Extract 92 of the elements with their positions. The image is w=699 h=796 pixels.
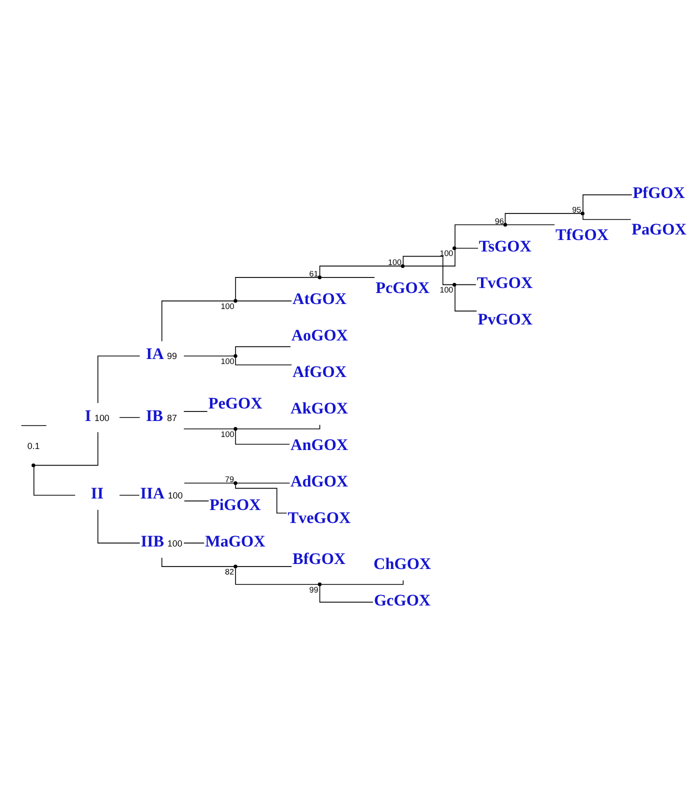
connector [119, 494, 140, 496]
node-label: 100 [440, 285, 454, 294]
node-label: 82 [225, 566, 234, 576]
node-point [234, 354, 238, 358]
connector [184, 500, 210, 501]
connector [34, 431, 98, 466]
node-text: ChGOX [374, 554, 432, 572]
connector [235, 567, 319, 584]
connector [97, 508, 140, 543]
connector [454, 224, 504, 247]
node-label: 100 [168, 490, 183, 500]
node-text: AkGOX [290, 398, 348, 417]
connector [319, 585, 374, 602]
node-text: II [90, 484, 104, 502]
node-point [234, 480, 238, 484]
connector [319, 265, 402, 276]
node-text: AdGOX [290, 472, 348, 490]
node-text: IA [146, 344, 164, 363]
connector [236, 300, 292, 301]
node-text: I [84, 406, 92, 424]
connector [402, 255, 453, 285]
connector [183, 428, 234, 429]
connector [236, 482, 290, 484]
node-label: 61 [309, 268, 318, 278]
node-text: PfGOX [632, 184, 685, 202]
connector [183, 410, 208, 412]
node-label: 99 [309, 584, 318, 594]
connector [235, 430, 290, 444]
connector [455, 284, 476, 285]
node-text: GcGOX [374, 590, 431, 609]
connector [34, 466, 76, 496]
connector [235, 276, 319, 300]
connector [404, 248, 456, 266]
node-label: 79 [225, 474, 234, 484]
connector [183, 355, 234, 356]
node-point [452, 246, 456, 250]
connector [582, 194, 632, 212]
node-text: AoGOX [291, 326, 348, 344]
node-point [318, 582, 322, 586]
node-point [318, 275, 322, 279]
connector [321, 580, 404, 584]
node-text: AnGOX [290, 435, 348, 454]
connector [161, 300, 234, 342]
node-text: PaGOX [632, 220, 686, 238]
connector [97, 355, 140, 403]
node-text: IB [146, 406, 164, 424]
node-text: TveGOX [288, 508, 351, 526]
node-label: 100 [440, 248, 454, 258]
connector [235, 346, 291, 354]
node-text: IIA [140, 484, 165, 502]
node-label: 100 [220, 356, 234, 366]
node-point [234, 426, 238, 430]
connector [455, 247, 478, 248]
node-point [234, 298, 238, 302]
node-label: 87 [167, 412, 177, 422]
node-label: 96 [494, 216, 504, 226]
connector [119, 416, 140, 418]
node-text: TsGOX [478, 237, 532, 256]
node-label: 100 [167, 538, 182, 548]
node-point [234, 564, 238, 568]
label: 0.1 [27, 440, 40, 450]
node-label: 100 [220, 301, 234, 310]
connector [504, 212, 582, 223]
node-text: TvGOX [476, 273, 533, 292]
node-text: PeGOX [208, 394, 262, 412]
connector [236, 424, 320, 429]
node-point [32, 462, 36, 467]
node-text: PvGOX [478, 310, 533, 328]
node-text: PcGOX [376, 278, 430, 296]
node-label: 100 [94, 412, 110, 422]
node-text: AfGOX [292, 362, 347, 381]
node-point [580, 211, 584, 215]
connector [582, 214, 632, 220]
node-text: TfGOX [555, 226, 609, 244]
node-point [452, 282, 456, 286]
connector [235, 356, 292, 365]
node-text: MaGOX [205, 532, 266, 550]
node-text: AtGOX [292, 290, 347, 308]
node-text: PiGOX [210, 495, 261, 514]
connector [506, 224, 555, 225]
node-label: 95 [572, 204, 582, 214]
node-text: IIB [140, 532, 164, 550]
node-point [503, 222, 508, 226]
connector [184, 482, 234, 484]
node-label: 100 [220, 429, 234, 438]
connector [183, 542, 205, 543]
connector [321, 276, 375, 278]
node-label: 99 [167, 350, 177, 361]
node-point [400, 264, 405, 268]
node-text: BfGOX [292, 550, 346, 568]
node-label: 100 [388, 258, 402, 267]
connector [454, 285, 478, 311]
